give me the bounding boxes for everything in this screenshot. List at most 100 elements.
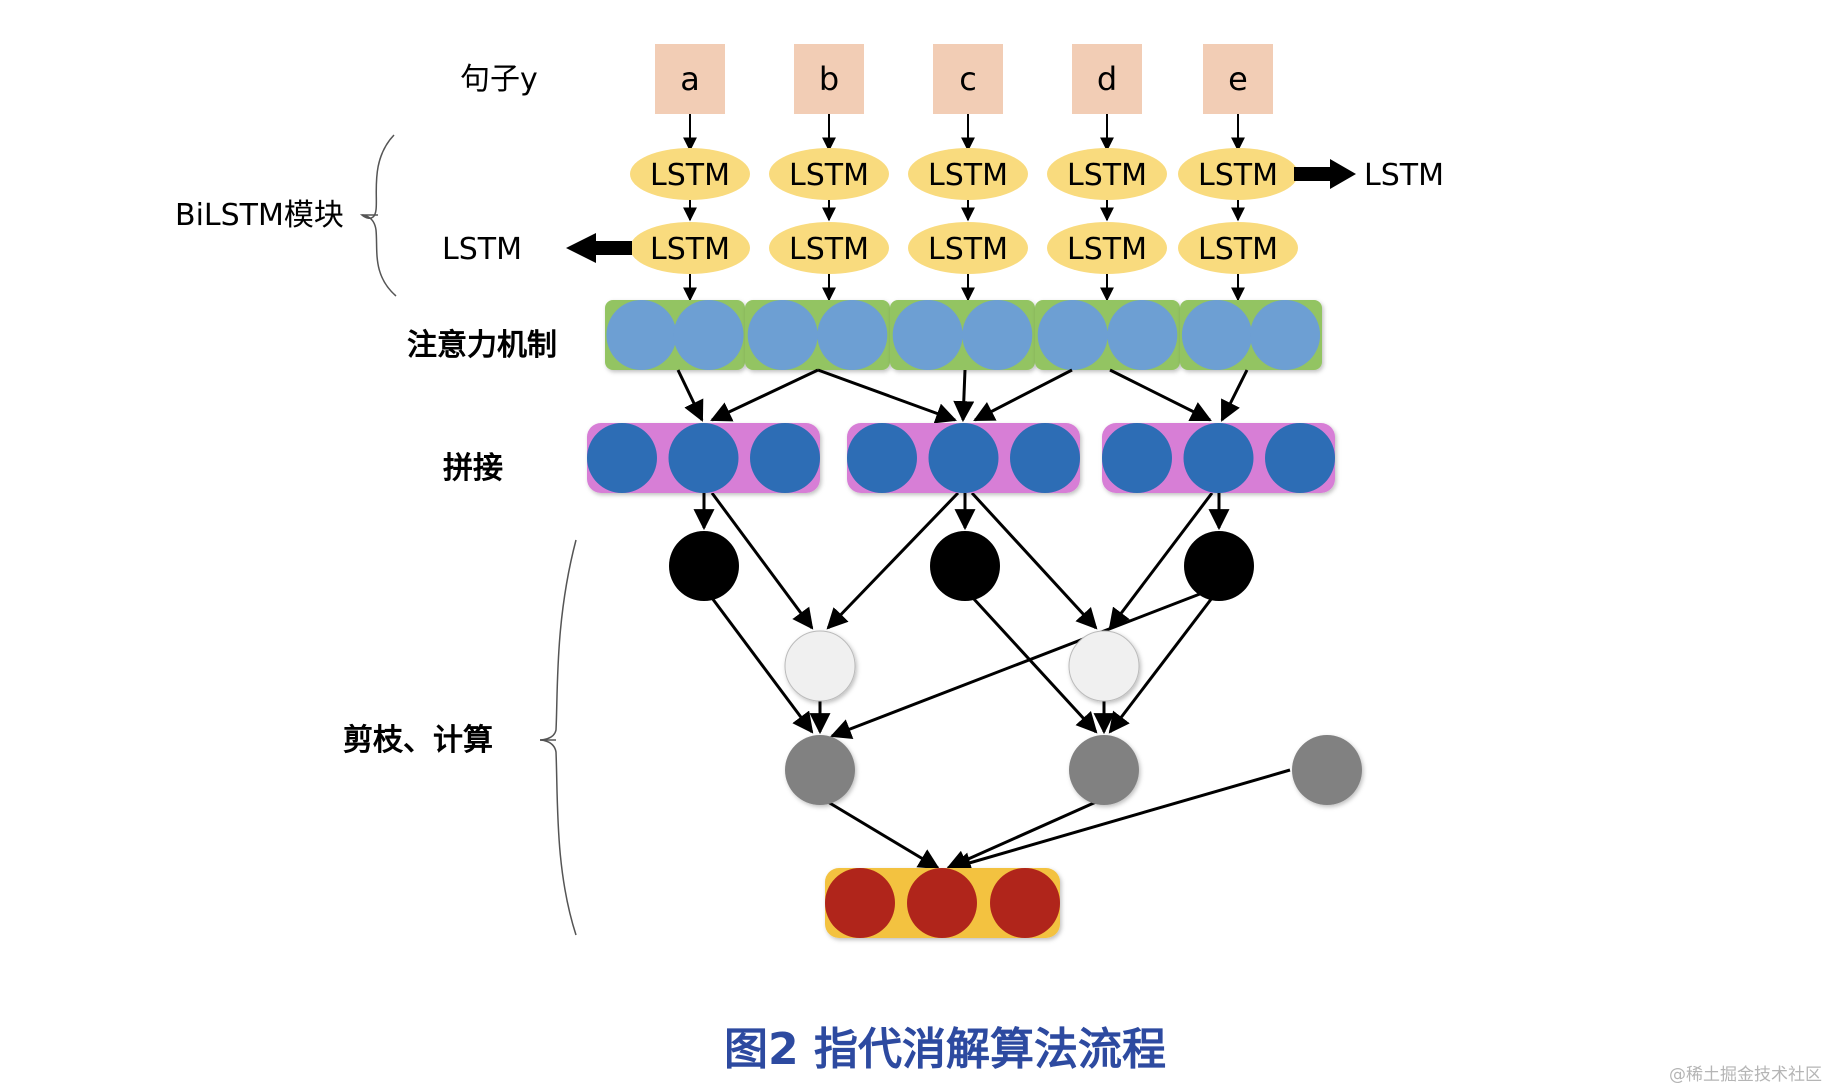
- node-edge: [971, 596, 1098, 734]
- lstm-text: LSTM: [1067, 232, 1147, 267]
- lstm-text: LSTM: [650, 232, 730, 267]
- lstm-text: LSTM: [789, 158, 869, 193]
- concat-edge: [1108, 492, 1214, 630]
- lstm-ellipse: [908, 148, 1028, 200]
- forward-lstm-cell-4: LSTM: [1178, 148, 1298, 222]
- concat-segment-0: [587, 423, 820, 493]
- output-edge: [946, 800, 1097, 870]
- prune-label: 剪枝、计算: [343, 723, 493, 758]
- lstm-ellipse: [630, 222, 750, 274]
- token-text: c: [959, 60, 977, 98]
- concat-node: [750, 423, 820, 493]
- backward-lstm-arrow: [566, 233, 632, 263]
- lstm-text: LSTM: [789, 232, 869, 267]
- attention-node: [962, 300, 1033, 370]
- lstm-ellipse: [630, 148, 750, 200]
- attention-node: [1037, 300, 1108, 370]
- concat-segment-2: [1102, 423, 1335, 493]
- node-edge: [1108, 597, 1214, 734]
- lstm-text: LSTM: [928, 232, 1008, 267]
- figure-caption: 图2 指代消解算法流程: [724, 1024, 1166, 1075]
- concat-label: 拼接: [443, 451, 503, 486]
- attention-node: [1181, 300, 1252, 370]
- mention-node-1: [930, 531, 1000, 601]
- token-c: c: [933, 44, 1003, 152]
- concat-edge: [710, 492, 814, 630]
- attention-node: [606, 300, 677, 370]
- concat-layer: [587, 423, 1335, 493]
- output-node: [907, 868, 977, 938]
- concat-node: [1102, 423, 1172, 493]
- attention-segment-0: [605, 300, 745, 370]
- forward-lstm-arrow: [1294, 159, 1356, 189]
- lstm-text: LSTM: [928, 158, 1008, 193]
- node-layer: [669, 531, 1362, 805]
- backward-lstm-cell-0: LSTM: [630, 222, 750, 302]
- bilstm-label: BiLSTM模块: [175, 198, 344, 233]
- score-node-1: [1069, 735, 1139, 805]
- attention-node: [892, 300, 963, 370]
- lstm-text: LSTM: [1067, 158, 1147, 193]
- token-box: [1072, 44, 1142, 114]
- forward-lstm-cell-2: LSTM: [908, 148, 1028, 222]
- token-box: [655, 44, 725, 114]
- token-box: [1203, 44, 1273, 114]
- token-e: e: [1203, 44, 1273, 152]
- lstm-rows: LSTM LSTM LSTM LSTM LSTM LSTM LSTM LSTM LSTM LSTM: [630, 148, 1298, 302]
- backward-lstm-label: LSTM: [442, 232, 522, 267]
- token-d: d: [1072, 44, 1142, 152]
- lstm-ellipse: [1047, 222, 1167, 274]
- attention-edge: [710, 368, 819, 422]
- backward-lstm-cell-3: LSTM: [1047, 222, 1167, 302]
- attention-node: [1250, 300, 1321, 370]
- pruned-node-1: [1068, 630, 1140, 702]
- lstm-ellipse: [908, 222, 1028, 274]
- attention-segment-3: [1035, 300, 1180, 370]
- pruned-node-0: [784, 630, 856, 702]
- node-edge: [710, 597, 814, 734]
- mention-node-2: [1184, 531, 1254, 601]
- concat-node: [1010, 423, 1080, 493]
- forward-lstm-cell-0: LSTM: [630, 148, 750, 222]
- lstm-text: LSTM: [1198, 158, 1278, 193]
- token-row: a b c d e: [655, 44, 1273, 152]
- attention-edge: [953, 369, 975, 423]
- lstm-ellipse: [769, 222, 889, 274]
- backward-lstm-cell-2: LSTM: [908, 222, 1028, 302]
- attention-segment-1: [745, 300, 890, 370]
- backward-lstm-cell-1: LSTM: [769, 222, 889, 302]
- concat-edge: [826, 491, 960, 630]
- token-a: a: [655, 44, 725, 152]
- mention-node-0: [669, 531, 739, 601]
- output-edge: [949, 768, 1291, 873]
- concat-node: [587, 423, 657, 493]
- concat-node: [847, 423, 917, 493]
- attention-segment-2: [890, 300, 1035, 370]
- backward-lstm-cell-4: LSTM: [1178, 222, 1298, 302]
- attention-node: [1107, 300, 1178, 370]
- forward-lstm-cell-1: LSTM: [769, 148, 889, 222]
- token-text: a: [680, 60, 700, 98]
- attention-label: 注意力机制: [407, 328, 557, 363]
- lstm-ellipse: [769, 148, 889, 200]
- concat-segment-1: [847, 423, 1080, 493]
- concat-node: [1183, 423, 1254, 493]
- attention-edge: [1109, 368, 1212, 422]
- token-text: d: [1097, 60, 1117, 98]
- node-edge: [830, 590, 1206, 739]
- lstm-ellipse: [1178, 148, 1298, 200]
- forward-lstm-cell-3: LSTM: [1047, 148, 1167, 222]
- concat-node: [1265, 423, 1335, 493]
- concat-node: [668, 423, 739, 493]
- concat-edge: [970, 491, 1098, 630]
- attention-layer: [605, 300, 1322, 370]
- attention-node: [747, 300, 818, 370]
- score-node-2: [1292, 735, 1362, 805]
- attention-edge: [973, 368, 1073, 422]
- attention-node: [817, 300, 888, 370]
- output-layer: [825, 868, 1060, 938]
- lstm-ellipse: [1178, 222, 1298, 274]
- token-text: b: [819, 60, 839, 98]
- token-b: b: [794, 44, 864, 152]
